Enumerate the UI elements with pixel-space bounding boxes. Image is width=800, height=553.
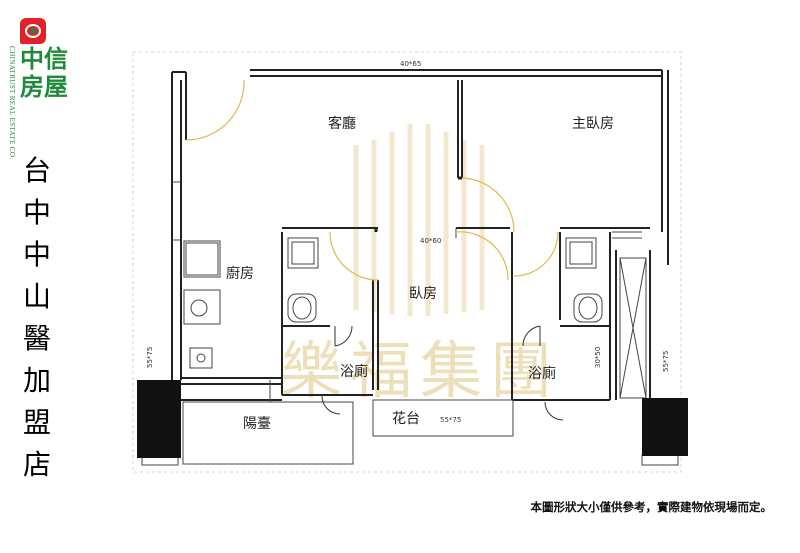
logo-chinese-name: 中信房屋 (20, 45, 68, 101)
entrance-door-icon (185, 79, 245, 141)
dimension-left-side: 55*75 (146, 347, 154, 368)
brand-logo: CHINATRUST REAL ESTATE CO. 中信房屋 (2, 18, 84, 159)
dimension-top: 40*65 (400, 60, 421, 68)
room-label-living: 客廳 (328, 115, 356, 132)
dimension-planter: 55*75 (440, 416, 461, 424)
column-right (642, 398, 688, 456)
disclaimer-note: 本圖形狀大小僅供參考，實際建物依現場而定。 (530, 500, 773, 514)
room-label-kitchen: 廚房 (226, 265, 254, 282)
room-label-bathroom-right: 浴廁 (528, 365, 556, 382)
room-label-bathroom-left: 浴廁 (340, 363, 368, 380)
logo-emblem-icon (20, 18, 46, 44)
column-left (137, 380, 181, 458)
room-label-balcony: 陽臺 (243, 416, 271, 432)
room-label-master-bedroom: 主臥房 (572, 116, 614, 132)
room-label-bedroom: 臥房 (409, 286, 437, 302)
logo-english-name: CHINATRUST REAL ESTATE CO. (8, 46, 16, 160)
dimension-right-side: 55*75 (662, 351, 670, 372)
dimension-middle: 40*60 (420, 237, 441, 245)
watermark-logo-icon (353, 124, 485, 316)
store-name: 台中中山醫加盟店 (22, 154, 51, 481)
dimension-right-inner: 30*50 (594, 347, 602, 368)
room-label-planter: 花台 (392, 411, 420, 427)
